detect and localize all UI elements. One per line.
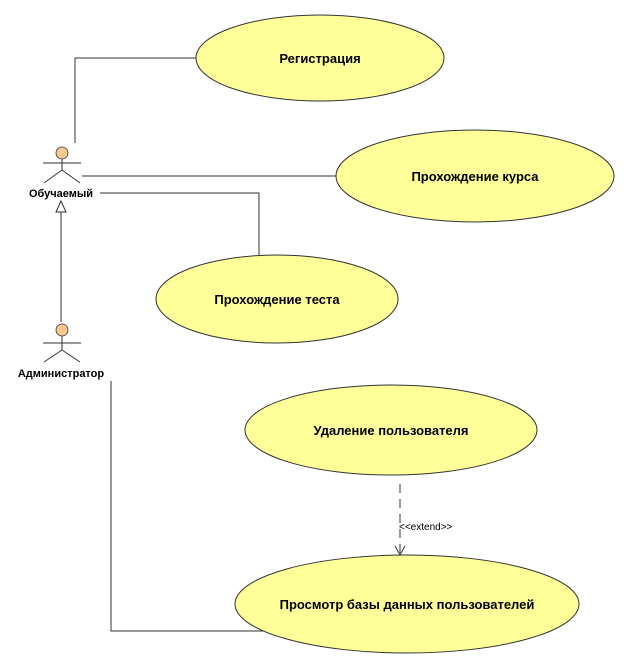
usecase-label: Просмотр базы данных пользователей xyxy=(280,597,535,612)
usecase-view-db[interactable]: Просмотр базы данных пользователей xyxy=(234,554,580,654)
usecase-test[interactable]: Прохождение теста xyxy=(155,254,399,344)
association-learner-registration[interactable] xyxy=(74,57,196,143)
actor-admin[interactable]: Администратор xyxy=(18,323,105,380)
actor-label: Обучаемый xyxy=(29,188,93,200)
actor-label: Администратор xyxy=(18,368,105,380)
usecase-label: Удаление пользователя xyxy=(313,423,468,438)
usecase-label: Прохождение теста xyxy=(214,292,340,307)
usecase-label: Регистрация xyxy=(279,51,360,66)
actor-stick-figure-icon xyxy=(43,146,81,184)
usecase-course[interactable]: Прохождение курса xyxy=(335,129,615,223)
generalization-arrowhead xyxy=(55,199,67,213)
association-admin-viewdb[interactable] xyxy=(110,381,275,632)
association-learner-test[interactable] xyxy=(100,192,260,255)
actor-stick-figure-icon xyxy=(43,323,81,363)
extend-stereotype-label: <<extend>> xyxy=(399,522,453,533)
usecase-delete-user[interactable]: Удаление пользователя xyxy=(244,384,538,476)
usecase-label: Прохождение курса xyxy=(411,169,539,184)
usecase-registration[interactable]: Регистрация xyxy=(195,14,445,102)
actor-learner[interactable]: Обучаемый xyxy=(29,146,93,200)
